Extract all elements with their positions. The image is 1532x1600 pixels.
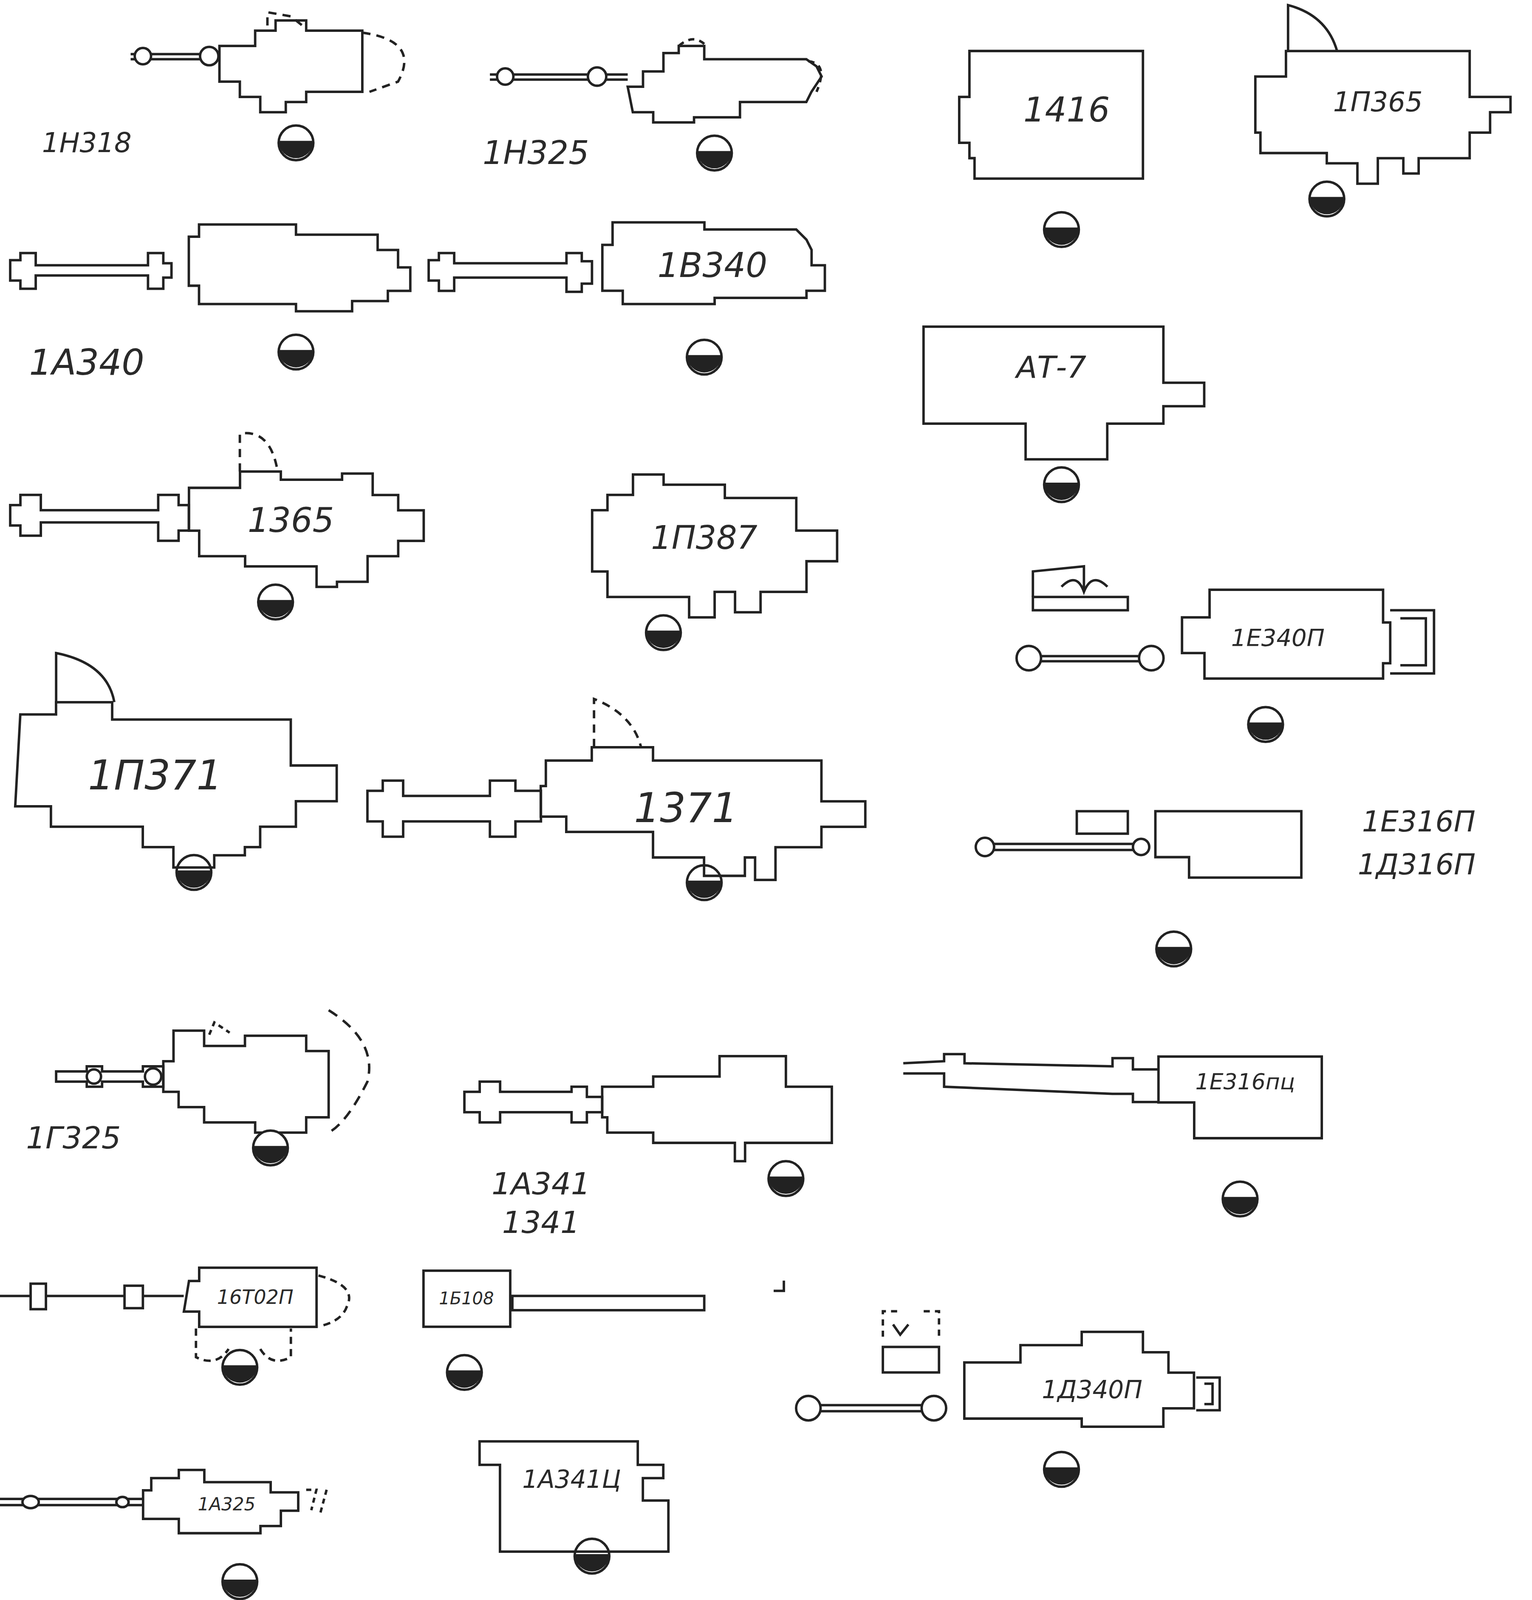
machine-model: 1А340: [29, 342, 145, 382]
machine-model: 1416: [1023, 91, 1111, 129]
operator-symbol: [697, 135, 733, 171]
bar-feed: [367, 780, 541, 837]
machine-model: 1371: [633, 785, 738, 832]
machine-box: 1Е340П: [1178, 586, 1392, 681]
machine-box: 1А341Ц: [472, 1437, 672, 1555]
operator-symbol: [1248, 706, 1284, 742]
operator-symbol: [1044, 467, 1080, 503]
machine-box: 1416: [957, 50, 1146, 179]
machine-model: АТ-7: [1016, 350, 1087, 385]
machine-model: 1Е316пц: [1195, 1069, 1296, 1094]
machine-parts: [796, 1311, 1220, 1421]
machine-model: 1П371: [87, 753, 223, 799]
machine-outline: [921, 324, 1208, 463]
operator-symbol: [446, 1355, 482, 1391]
operator-symbol: [278, 125, 314, 161]
door-swing: [240, 432, 278, 472]
machine-box: 1Б108: [421, 1268, 514, 1330]
operator-symbol: [278, 334, 314, 370]
machine-model: 1Н318: [42, 127, 132, 158]
operator-symbol: [222, 1350, 258, 1386]
machine-outline: [472, 1437, 672, 1555]
machine-box: АТ-7: [921, 324, 1208, 463]
operator-symbol: [1309, 181, 1345, 217]
machine-outline: [56, 1010, 370, 1133]
operator-symbol: [1156, 931, 1192, 967]
machine-box: 1А325: [141, 1467, 310, 1536]
machine-model: 1В340: [657, 246, 768, 285]
bar-feed: [903, 1054, 1159, 1103]
operator-symbol: [646, 615, 682, 651]
machine-model: 1Д340П: [1041, 1376, 1143, 1404]
machine-box: 1Е316пц: [1156, 1054, 1325, 1142]
machine-model: 1Н325: [482, 135, 590, 172]
machine-box: 1П387: [590, 472, 841, 621]
machine-box: 16Т02П: [181, 1265, 320, 1329]
bar-feed: [512, 1295, 705, 1311]
mark: [773, 1280, 784, 1291]
machine-outline: [130, 12, 405, 113]
door-swing: [593, 698, 642, 747]
machine-box: 1371: [538, 745, 869, 887]
operator-symbol: [1044, 1452, 1080, 1487]
operator-symbol: [222, 1564, 258, 1600]
machine-parts: [1016, 566, 1435, 674]
machine-box: 1В340: [595, 216, 831, 311]
bar-feed: [428, 253, 592, 292]
machine-box: 1365: [186, 469, 427, 592]
door-swing: [56, 652, 115, 702]
operator-positions: [176, 125, 1345, 1599]
machine-box: 1Д340П: [957, 1329, 1198, 1432]
operator-symbol: [1044, 212, 1080, 248]
machine-outline: [464, 1056, 832, 1162]
machine-parts: [0, 1489, 327, 1517]
operator-symbol: [253, 1130, 289, 1166]
machine-outline: [1156, 1054, 1325, 1142]
door-swing: [1288, 5, 1337, 51]
operator-symbol: [768, 1161, 804, 1196]
operator-symbol: [258, 584, 294, 620]
machine-outline: [489, 39, 822, 123]
machine-model: 1Е316П: [1362, 805, 1476, 838]
machine-box: 1П365: [1253, 45, 1514, 186]
machine-parts: [0, 1275, 350, 1361]
machine-model: 1Б108: [438, 1288, 494, 1308]
machine-model: 1Е340П: [1231, 624, 1325, 652]
machine-model: 1П365: [1333, 87, 1423, 117]
machine-model: 1Г325: [25, 1121, 121, 1155]
machine-model: 1А341: [491, 1167, 591, 1201]
machine-box: 1П371: [13, 700, 340, 872]
operator-symbol: [1222, 1181, 1258, 1217]
operator-symbol: [176, 855, 212, 891]
machine-outline: [10, 224, 411, 311]
machine-model: 1Д316П: [1357, 848, 1476, 881]
operator-symbol: [574, 1538, 610, 1574]
machine-model: 16Т02П: [217, 1286, 294, 1309]
machine-model: 1А341Ц: [522, 1466, 621, 1494]
bar-feed: [10, 494, 189, 541]
machine-outline: [975, 811, 1302, 878]
machine-model: 1П387: [650, 520, 758, 556]
operator-symbol: [686, 339, 722, 375]
machine-model: 1365: [247, 501, 335, 540]
machine-model: 1341: [502, 1205, 580, 1240]
machine-model: 1А325: [197, 1494, 256, 1515]
